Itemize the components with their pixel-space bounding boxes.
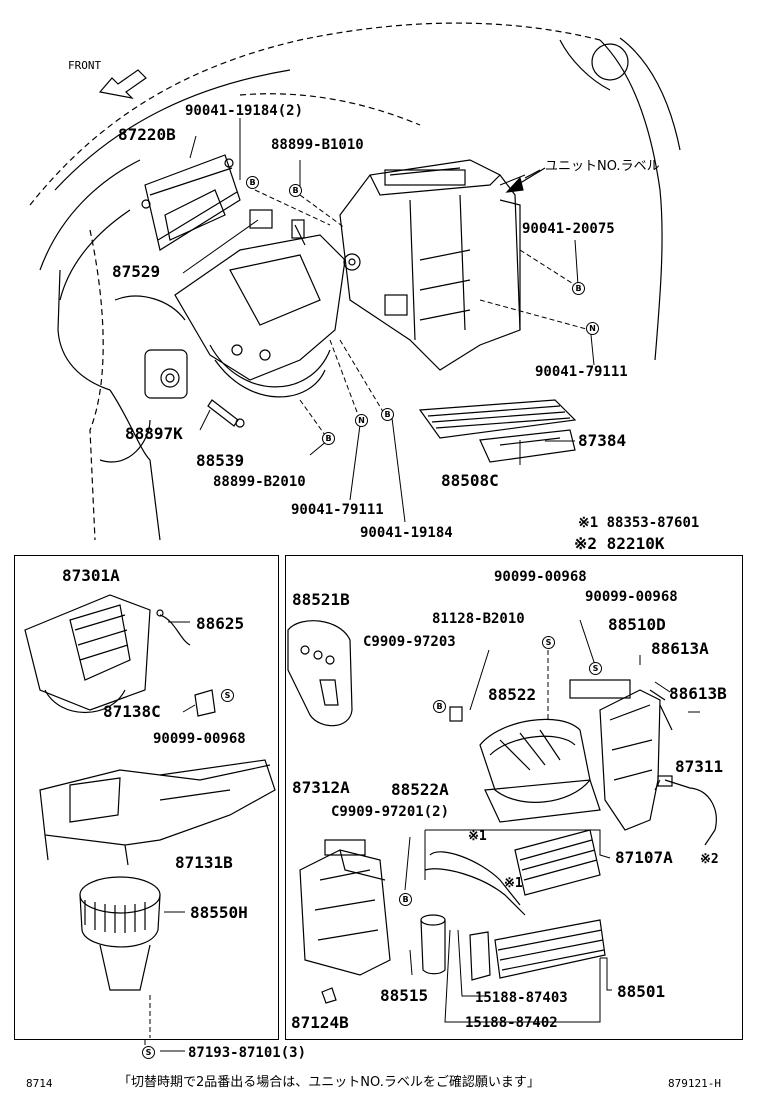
marker-b: B <box>399 893 412 906</box>
marker-n: N <box>586 322 599 335</box>
dashboard-outline <box>29 22 681 541</box>
part-label: 87193-87101(3) <box>188 1045 307 1061</box>
part-label: 88613B <box>669 684 727 703</box>
marker-s: B <box>246 176 259 189</box>
part-label: 88897K <box>125 424 183 443</box>
note-2: ※2 82210K <box>574 534 665 553</box>
part-label: 90041-79111 <box>535 364 628 380</box>
part-label: 88515 <box>380 986 429 1005</box>
servo-88897k <box>144 349 188 399</box>
blower-case-top <box>174 219 346 398</box>
right-panel-frame <box>285 555 743 1040</box>
part-label: 15188-87403 <box>475 990 568 1006</box>
marker-s: S <box>221 689 234 702</box>
sensor-88539 <box>207 399 245 428</box>
case-87131b <box>39 759 276 866</box>
part-label: 90041-79111 <box>291 502 384 518</box>
footer-note: 「切替時期で2品番出る場合は、ユニットNO.ラベルをご確認願います」 <box>118 1075 540 1090</box>
part-label: C9909-97203 <box>363 634 456 650</box>
part-label: 88613A <box>651 639 709 658</box>
marker-s: S <box>142 1046 155 1059</box>
seal-88521b <box>287 620 353 727</box>
part-label: 90041-20075 <box>522 221 615 237</box>
unit-label-arrowhead <box>505 176 524 193</box>
part-label: 87124B <box>291 1013 349 1032</box>
clamp-81128 <box>449 706 463 722</box>
case-87312a <box>299 839 391 976</box>
part-label: 88510D <box>608 615 666 634</box>
part-label: 15188-87402 <box>465 1015 558 1031</box>
part-label: 87138C <box>103 702 161 721</box>
link-88613 <box>649 689 673 731</box>
heater-core-88501 <box>469 919 606 981</box>
marker-s: S <box>589 662 602 675</box>
part-label: 88539 <box>196 451 245 470</box>
part-label: 81128-B2010 <box>432 611 525 627</box>
note-marker: ※1 <box>504 876 523 891</box>
part-label: 87131B <box>175 853 233 872</box>
part-label: 88521B <box>292 590 350 609</box>
left-panel-frame <box>14 555 279 1040</box>
marker-b: B <box>433 700 446 713</box>
intake-87301a <box>24 594 151 713</box>
case-88522 <box>479 718 591 803</box>
part-label: 88899-B1010 <box>271 137 364 153</box>
marker-b: B <box>572 282 585 295</box>
marker-s: S <box>542 636 555 649</box>
marker-b: B <box>381 408 394 421</box>
case-87311 <box>569 679 661 831</box>
leader-lines-top <box>182 118 595 523</box>
sensor-wire-x2 <box>657 775 717 846</box>
wire-88625 <box>159 614 191 646</box>
marker-b: B <box>322 432 335 445</box>
filter-88508c <box>418 399 577 439</box>
part-label: 88522 <box>488 685 537 704</box>
clip-87124b <box>321 987 337 1004</box>
cover-87384 <box>479 429 576 463</box>
part-label: 87529 <box>112 262 161 281</box>
front-arrow-icon <box>98 69 147 99</box>
front-label: FRONT <box>68 59 102 72</box>
part-label: 90041-19184 <box>360 525 453 541</box>
part-label: 87220B <box>118 125 176 144</box>
heater-unit-main <box>339 159 521 371</box>
part-label: 88522A <box>391 780 449 799</box>
valve-88515 <box>420 914 446 975</box>
part-label: 87384 <box>578 431 627 450</box>
part-label: 88501 <box>617 982 666 1001</box>
part-label: 87311 <box>675 757 724 776</box>
part-label: 88899-B2010 <box>213 474 306 490</box>
drawing-id: 879121-H <box>668 1077 721 1090</box>
note-1: ※1 88353-87601 <box>578 515 700 531</box>
part-label: 90099-00968 <box>585 589 678 605</box>
part-label: 87301A <box>62 566 120 585</box>
marker-n: N <box>355 414 368 427</box>
part-label: 87312A <box>292 778 350 797</box>
unit-label-note: ユニットNO.ラベル <box>545 159 660 174</box>
part-label: 87107A <box>615 848 673 867</box>
part-label: 90099-00968 <box>153 731 246 747</box>
part-label: 88625 <box>196 614 245 633</box>
leader-lines-panels <box>144 619 700 1052</box>
clip-87138c <box>194 689 216 717</box>
connector-88625 <box>156 609 164 617</box>
part-label: C9909-97201(2) <box>331 804 450 820</box>
part-label: 90041-19184(2) <box>185 103 304 119</box>
page-code: 8714 <box>26 1077 53 1090</box>
part-label: 90099-00968 <box>494 569 587 585</box>
evaporator-87107a <box>424 829 601 916</box>
part-label: 88508C <box>441 471 499 490</box>
pad-87529 <box>249 209 273 229</box>
case-88522a <box>484 779 601 823</box>
part-label: 88550H <box>190 903 248 922</box>
duct-87220b <box>141 154 241 251</box>
blower-motor-88550h <box>79 876 161 991</box>
note-marker: ※1 <box>468 829 487 844</box>
note-marker: ※2 <box>700 852 719 867</box>
marker-b: B <box>289 184 302 197</box>
